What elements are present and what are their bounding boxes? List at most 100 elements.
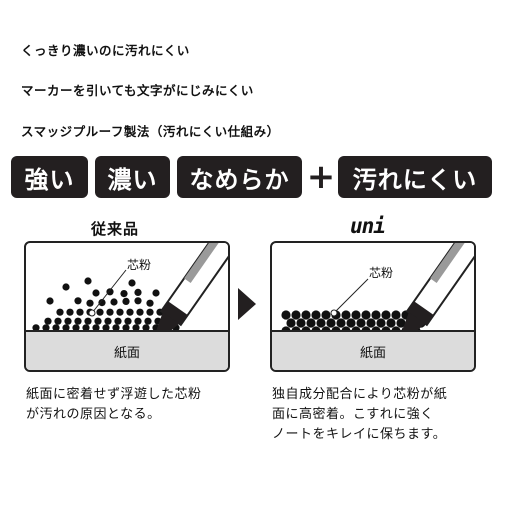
lead-particle — [336, 318, 346, 328]
lead-particle — [110, 298, 118, 306]
lead-particle — [326, 318, 336, 328]
lead-particle — [301, 310, 311, 320]
lead-particle — [106, 308, 114, 316]
lead-particle — [291, 310, 301, 320]
lead-powder-label: 芯粉 — [127, 258, 152, 272]
lead-particle — [112, 324, 120, 332]
paper-surface-label: 紙面 — [113, 345, 140, 361]
lead-particle — [122, 324, 130, 332]
lead-particle — [371, 310, 381, 320]
lead-particle — [296, 318, 306, 328]
lead-particle — [52, 324, 60, 332]
lead-particle — [136, 308, 144, 316]
lead-particle — [391, 310, 401, 320]
lead-particle — [96, 308, 104, 316]
lead-particle — [84, 277, 92, 285]
lead-particle — [92, 289, 100, 297]
paper-surface-label: 紙面 — [359, 345, 386, 361]
lead-particle — [142, 324, 150, 332]
feature-tag-strong: 強い — [11, 156, 88, 198]
lead-particle — [341, 310, 351, 320]
lead-particle — [66, 308, 74, 316]
lead-particle — [376, 318, 386, 328]
lead-label-pointer-dot — [330, 309, 338, 317]
lead-particle — [92, 324, 100, 332]
tagline-marker-no-bleed: マーカーを引いても文字がにじみにくい — [21, 83, 254, 98]
lead-particle — [98, 299, 106, 307]
lead-particle — [361, 310, 371, 320]
uni-diagram-panel: 芯粉 紙面 — [270, 241, 476, 372]
lead-particle — [104, 317, 112, 325]
feature-tag-no-smudge: 汚れにくい — [338, 156, 492, 198]
lead-particle — [134, 317, 142, 325]
lead-particle — [94, 317, 102, 325]
tagline-dark-no-smudge: くっきり濃いのに汚れにくい — [21, 43, 190, 58]
lead-particle — [74, 297, 82, 305]
lead-powder-label: 芯粉 — [369, 266, 394, 280]
lead-particle — [134, 297, 142, 305]
conventional-product-title: 従来品 — [91, 220, 140, 238]
feature-tag-smooth: なめらか — [177, 156, 302, 198]
lead-particle — [316, 318, 326, 328]
lead-particle — [62, 324, 70, 332]
lead-label-pointer — [333, 278, 369, 314]
conventional-diagram-panel: 芯粉 紙面 — [24, 241, 230, 372]
lead-particle — [152, 289, 160, 297]
lead-particle — [120, 290, 128, 298]
lead-particle — [116, 308, 124, 316]
lead-particle — [74, 317, 82, 325]
uni-brand-logo: uni — [350, 214, 386, 238]
conventional-diagram-svg — [32, 243, 228, 339]
lead-particle — [106, 288, 114, 296]
lead-particle — [351, 310, 361, 320]
lead-particle — [132, 324, 140, 332]
lead-particle — [126, 308, 134, 316]
lead-particle — [62, 283, 70, 291]
lead-particle — [72, 324, 80, 332]
paper-surface: 紙面 — [272, 330, 474, 370]
conventional-caption: 紙面に密着せず浮遊した芯粉 が汚れの原因となる。 — [26, 387, 202, 422]
lead-particle — [311, 310, 321, 320]
lead-particle — [381, 310, 391, 320]
lead-particle — [146, 308, 154, 316]
paper-surface: 紙面 — [26, 330, 228, 370]
lead-particle — [64, 317, 72, 325]
lead-particle — [286, 318, 296, 328]
loose-lead-particles — [32, 277, 180, 332]
lead-particle — [321, 310, 331, 320]
lead-particle — [124, 317, 132, 325]
lead-particle — [134, 288, 142, 296]
lead-particle — [356, 318, 366, 328]
plus-icon: + — [306, 157, 336, 197]
lead-particle — [102, 324, 110, 332]
uni-caption: 独自成分配合により芯粉が紙 面に高密着。こすれに強く ノートをキレイに保ちます。 — [272, 387, 448, 442]
lead-particle — [281, 310, 291, 320]
tagline-smudgeproof-method: スマッジプルーフ製法（汚れにくい仕組み） — [21, 124, 280, 139]
lead-particle — [396, 318, 406, 328]
lead-particle — [386, 318, 396, 328]
lead-particle — [144, 317, 152, 325]
lead-particle — [84, 317, 92, 325]
lead-particle — [306, 318, 316, 328]
lead-label-pointer — [91, 269, 127, 314]
arrow-right-icon — [238, 288, 256, 320]
lead-particle — [42, 324, 50, 332]
lead-particle — [56, 308, 64, 316]
lead-particle — [86, 299, 94, 307]
lead-particle — [128, 279, 136, 287]
feature-tag-dark: 濃い — [95, 156, 170, 198]
pencil-icon — [155, 243, 228, 339]
lead-label-pointer-dot — [88, 309, 96, 317]
lead-particle — [44, 317, 52, 325]
lead-particle — [46, 297, 54, 305]
lead-particle — [346, 318, 356, 328]
lead-particle — [122, 297, 130, 305]
pencil-icon — [401, 243, 474, 339]
lead-particle — [82, 324, 90, 332]
lead-particle — [32, 324, 40, 332]
lead-particle — [76, 308, 84, 316]
lead-particle — [114, 317, 122, 325]
lead-particle — [146, 299, 154, 307]
lead-particle — [366, 318, 376, 328]
lead-particle — [54, 317, 62, 325]
